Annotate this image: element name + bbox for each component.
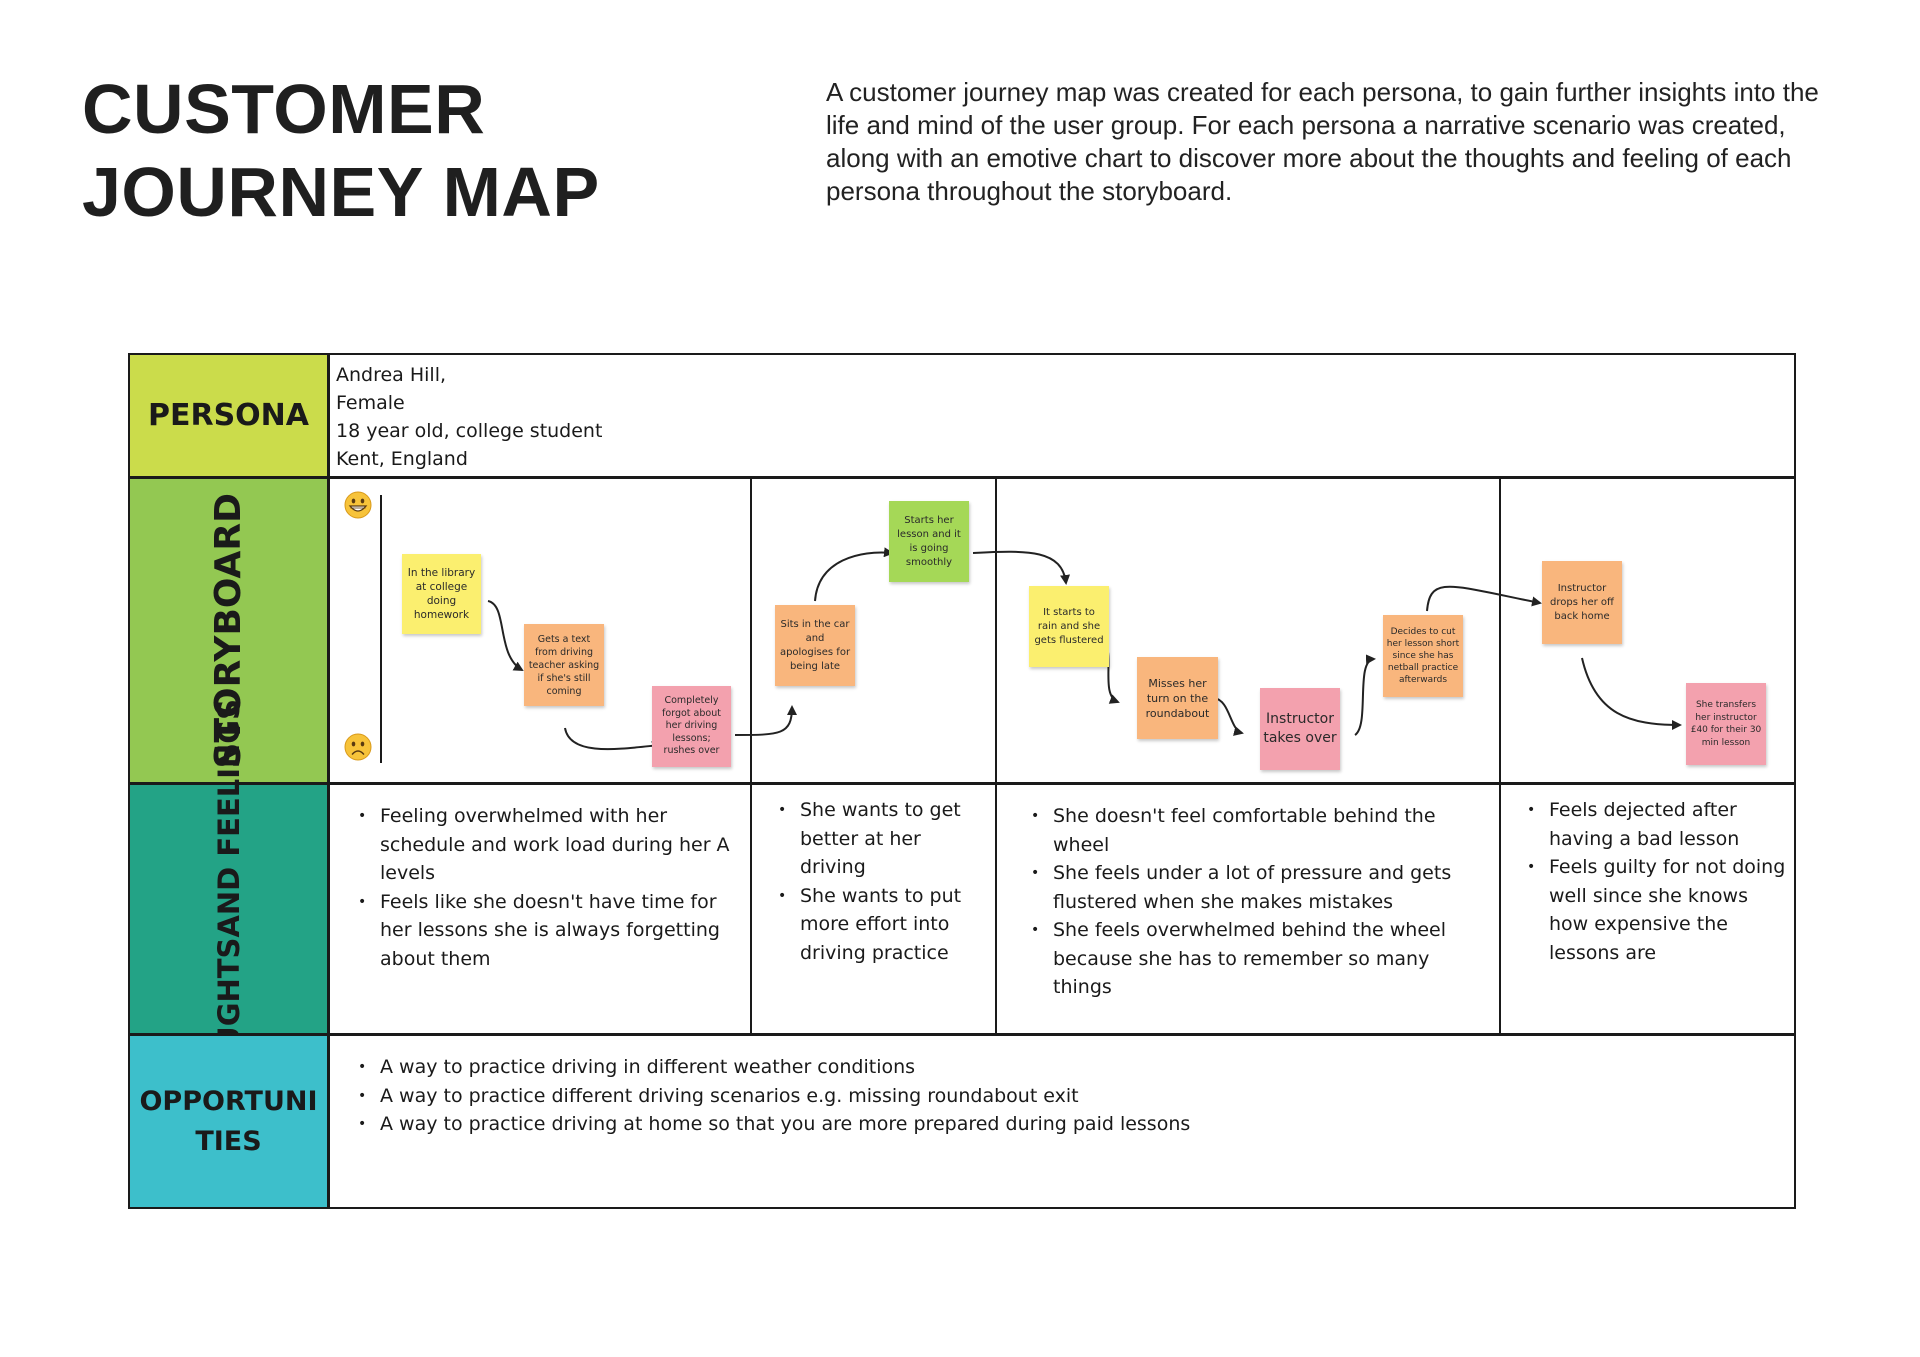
thoughts-list-3: She doesn't feel comfortable behind the …: [1031, 802, 1493, 1002]
sticky-note: Completely forgot about her driving less…: [652, 686, 731, 767]
flow-arrow: [1213, 697, 1244, 736]
flow-arrow: [564, 727, 662, 751]
sticky-note: Starts her lesson and it is going smooth…: [889, 501, 969, 582]
flow-arrow: [487, 600, 524, 672]
storyboard-header: STORYBOARD: [130, 479, 330, 782]
sticky-note: She transfers her instructor £40 for the…: [1686, 683, 1766, 765]
column-divider: [1499, 479, 1501, 1033]
persona-header-label: PERSONA: [147, 398, 309, 433]
opportunities-list: A way to practice driving in different w…: [358, 1053, 1758, 1139]
opportunities-header-line-2: TIES: [195, 1125, 262, 1157]
intro-paragraph: A customer journey map was created for e…: [826, 77, 1819, 206]
persona-age-occupation: 18 year old, college student: [336, 420, 603, 442]
list-item: Feels like she doesn't have time for her…: [358, 888, 738, 974]
sticky-note: In the library at college doing homework: [402, 554, 481, 634]
thoughts-header: THOUGHTS AND FEELINGS: [130, 699, 330, 1119]
list-item: Feels dejected after having a bad lesson: [1527, 796, 1789, 853]
opportunities-header: OPPORTUNI TIES: [130, 1036, 330, 1207]
flow-arrow: [1354, 654, 1376, 736]
journey-map-grid: PERSONA STORYBOARD THOUGHTS AND FEELINGS…: [128, 353, 1796, 1209]
list-item: She doesn't feel comfortable behind the …: [1031, 802, 1493, 859]
flow-arrow: [814, 547, 894, 602]
column-divider: [750, 479, 752, 1033]
row-divider: [130, 1033, 1794, 1036]
row-divider: [130, 782, 1794, 785]
flow-arrow: [1426, 585, 1542, 612]
sticky-note: Misses her turn on the roundabout: [1137, 657, 1218, 739]
persona-name: Andrea Hill,: [336, 364, 447, 386]
thoughts-list-4: Feels dejected after having a bad lesson…: [1527, 796, 1789, 967]
storyboard-arrows: [487, 547, 1682, 751]
sticky-note: Sits in the car and apologises for being…: [775, 605, 855, 686]
column-divider: [995, 479, 997, 1033]
flow-arrow: [1581, 657, 1682, 730]
frowning-face-icon: [344, 733, 372, 761]
list-item: A way to practice driving in different w…: [358, 1053, 1758, 1082]
list-item: She feels overwhelmed behind the wheel b…: [1031, 916, 1493, 1002]
grinning-face-icon: [344, 491, 372, 519]
emotion-axis-line: [380, 495, 382, 763]
sticky-note: Decides to cut her lesson short since sh…: [1383, 615, 1463, 697]
title-line-2: JOURNEY MAP: [82, 153, 600, 231]
page-title: CUSTOMER JOURNEY MAP: [82, 68, 600, 234]
sticky-note: Instructor takes over: [1260, 688, 1340, 770]
list-item: Feeling overwhelmed with her schedule an…: [358, 802, 738, 888]
title-line-1: CUSTOMER: [82, 70, 486, 148]
thoughts-list-2: She wants to get better at her driving S…: [778, 796, 988, 967]
list-item: Feels guilty for not doing well since sh…: [1527, 853, 1789, 967]
list-item: A way to practice driving at home so tha…: [358, 1110, 1758, 1139]
list-item: She feels under a lot of pressure and ge…: [1031, 859, 1493, 916]
persona-gender: Female: [336, 392, 405, 414]
persona-details: Andrea Hill, Female 18 year old, college…: [336, 361, 602, 473]
sticky-note: Instructor drops her off back home: [1542, 561, 1622, 644]
sticky-note: It starts to rain and she gets flustered: [1029, 586, 1109, 667]
thoughts-list-1: Feeling overwhelmed with her schedule an…: [358, 802, 738, 973]
list-item: A way to practice different driving scen…: [358, 1082, 1758, 1111]
persona-header: PERSONA: [130, 355, 330, 476]
persona-location: Kent, England: [336, 448, 468, 470]
flow-arrow: [972, 550, 1070, 585]
list-item: She wants to put more effort into drivin…: [778, 882, 988, 968]
flow-arrow: [734, 705, 797, 736]
opportunities-header-line-1: OPPORTUNI: [139, 1085, 318, 1117]
row-divider: [130, 476, 1794, 479]
list-item: She wants to get better at her driving: [778, 796, 988, 882]
sticky-note: Gets a text from driving teacher asking …: [524, 624, 604, 706]
